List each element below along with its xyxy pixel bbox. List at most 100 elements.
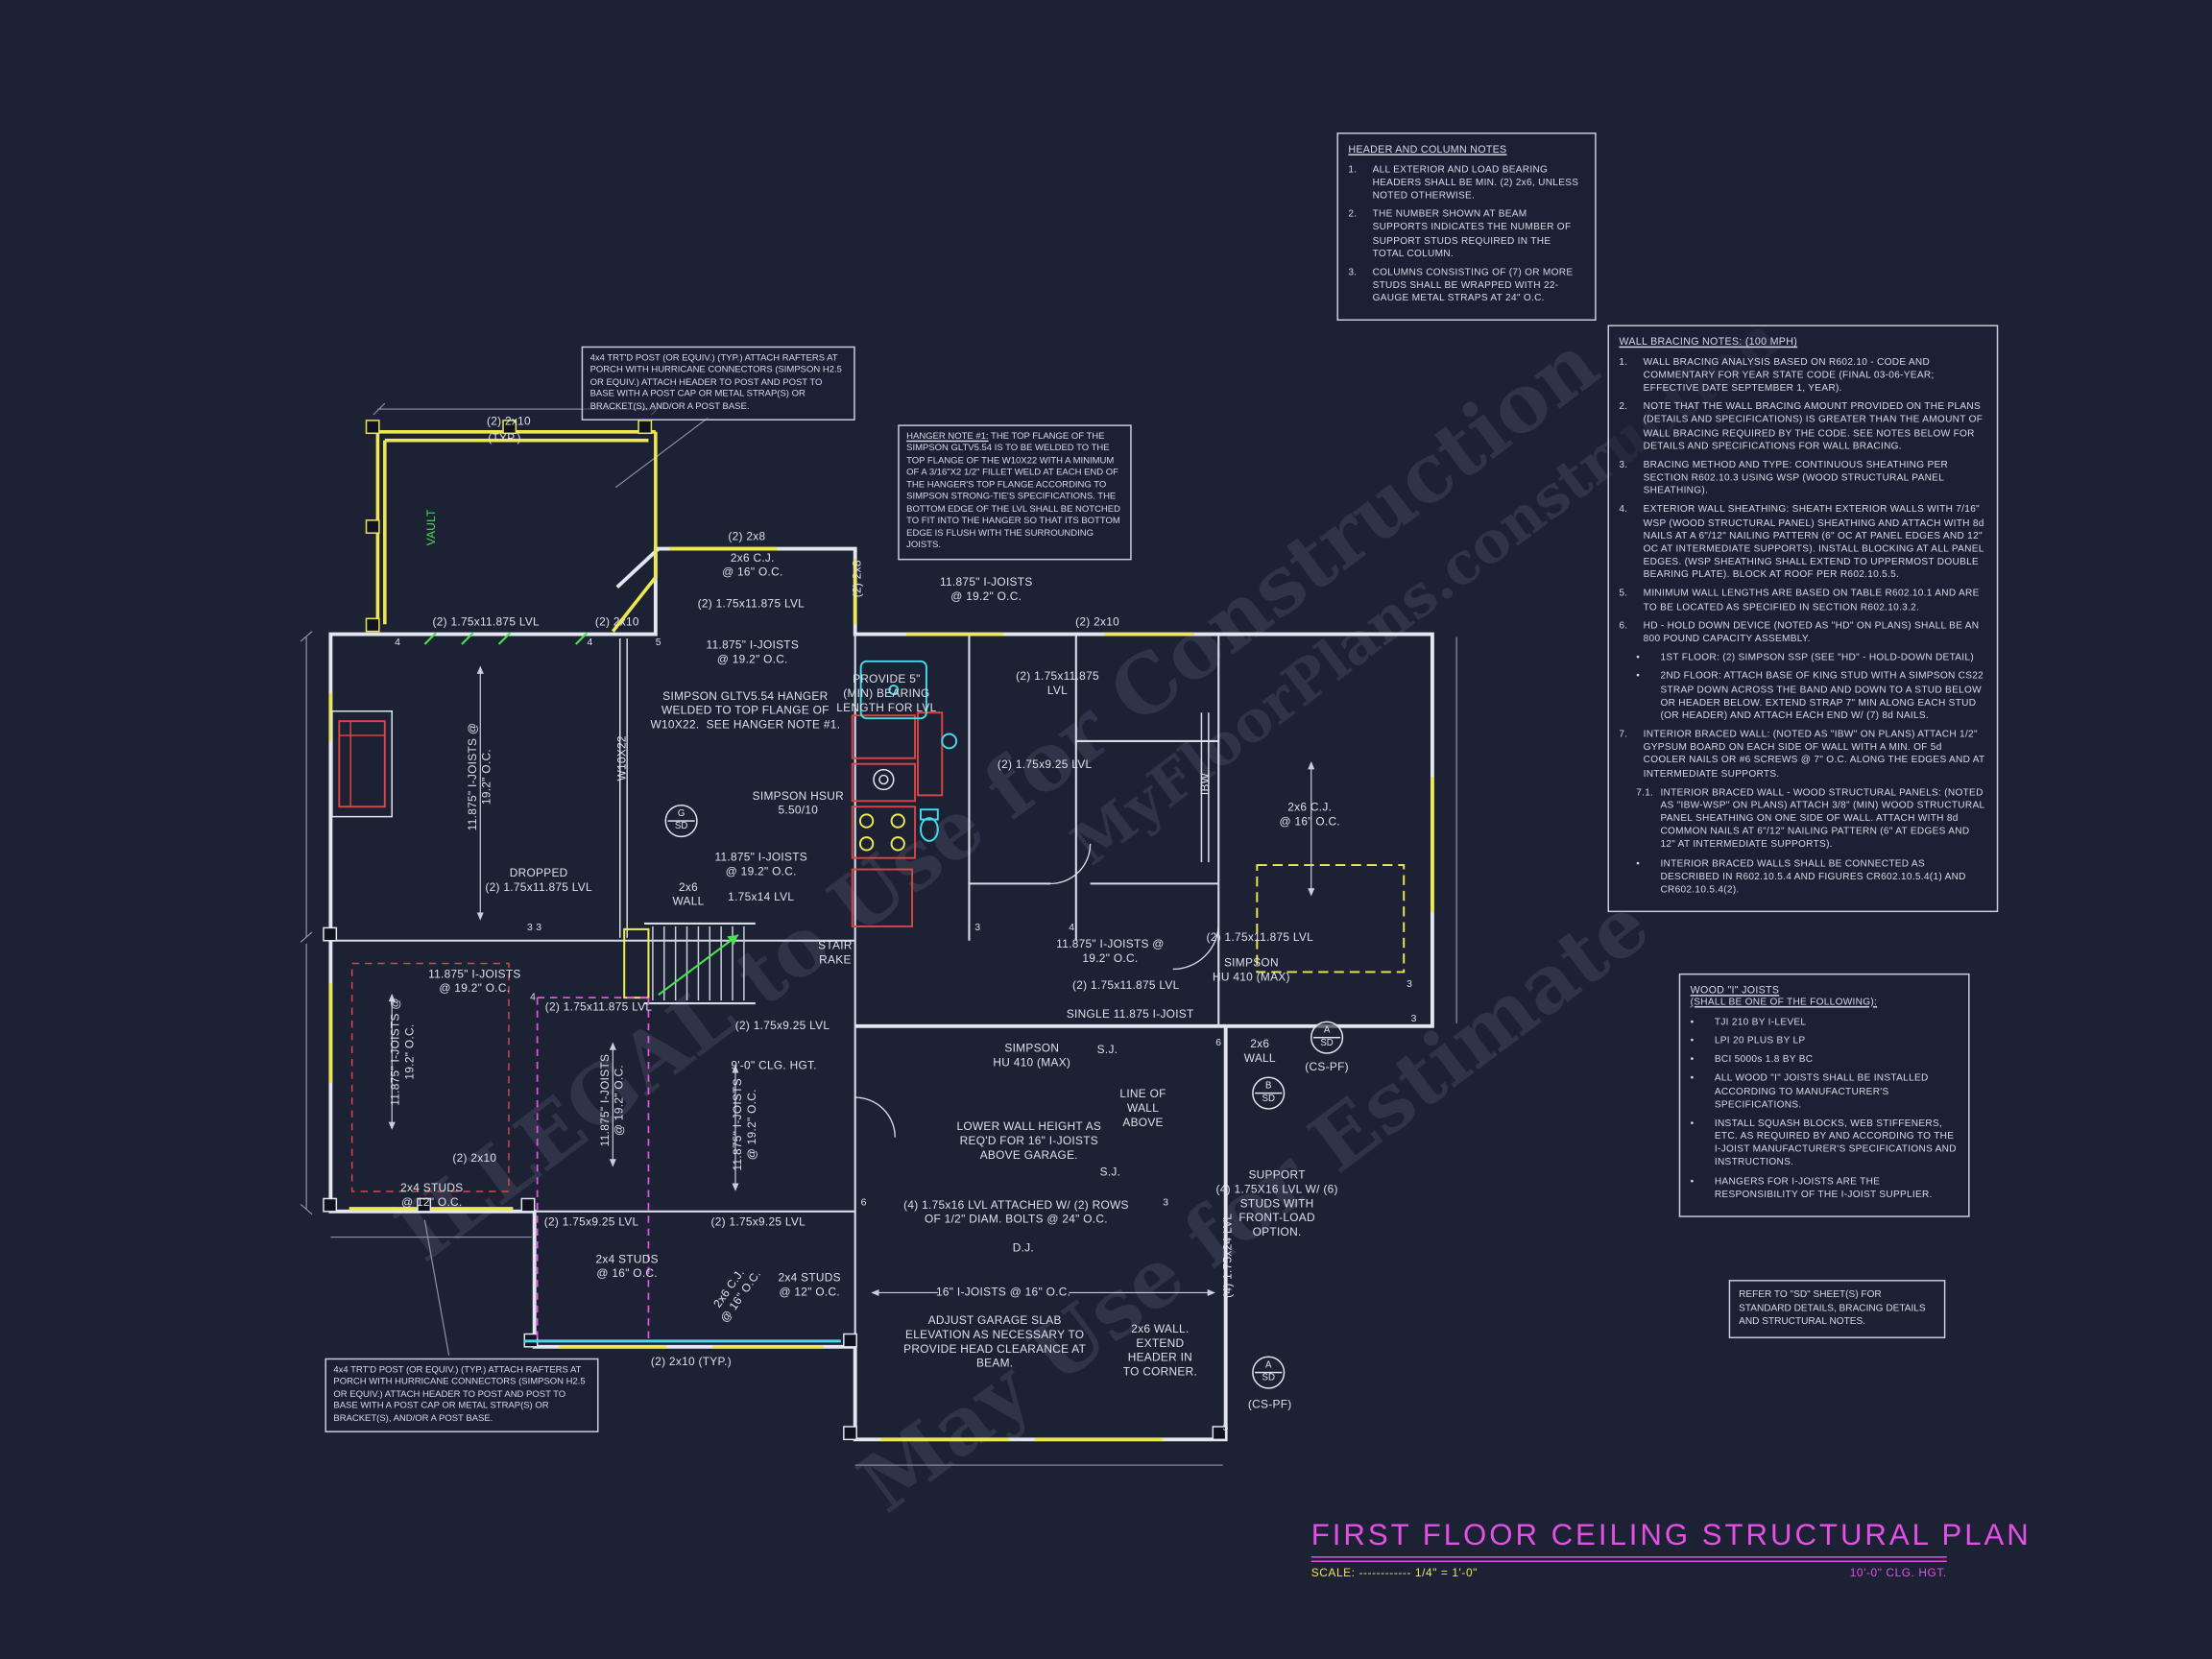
plan-annotation: 3 3 (527, 923, 542, 933)
plan-annotation: 6 (1215, 1038, 1222, 1049)
plan-annotation: 3 (1163, 1197, 1169, 1209)
note-item: 4.EXTERIOR WALL SHEATHING: SHEATH EXTERI… (1619, 505, 1984, 581)
plan-annotation: 3 (1410, 1014, 1417, 1024)
plan-annotation: 16" I-JOISTS @ 16" O.C. (935, 1286, 1071, 1299)
wall-bracing-title: WALL BRACING NOTES: (100 MPH) (1619, 334, 1798, 349)
plan-annotation: (2) 2x10 (1075, 615, 1120, 629)
plan-annotation: S.J. (1096, 1043, 1118, 1057)
note-item: 2.THE NUMBER SHOWN AT BEAM SUPPORTS INDI… (1348, 209, 1572, 259)
wood-i-joists-list: •TJI 210 BY I-LEVEL•LPI 20 PLUS BY LP•BC… (1691, 1016, 1959, 1201)
note-item: 6.HD - HOLD DOWN DEVICE (NOTED AS "HD" O… (1619, 620, 1980, 644)
stairs (652, 926, 745, 1001)
header-notes-list: 1.ALL EXTERIOR AND LOAD BEARING HEADERS … (1348, 163, 1584, 305)
plan-annotation: (CS-PF) (1247, 1398, 1292, 1411)
plan-annotation: (2) 2x10 (452, 1151, 497, 1165)
plan-annotation: (2) 2x8 (851, 560, 864, 598)
note-item: •ALL WOOD "I" JOISTS SHALL BE INSTALLED … (1690, 1073, 1929, 1111)
plan-annotation: 3 (1407, 979, 1413, 991)
plan-annotation: SINGLE 11.875 I-JOIST (1066, 1007, 1194, 1021)
plan-annotation: (2) 2x10 (TYP.) (650, 1355, 733, 1369)
plan-annotation: (2) 2x10 (594, 615, 639, 629)
note-item: 1.WALL BRACING ANALYSIS BASED ON R602.10… (1619, 357, 1935, 394)
note-item: 3.COLUMNS CONSISTING OF (7) OR MORE STUD… (1348, 267, 1574, 304)
post-note-bottom: 4x4 TRT'D POST (OR EQUIV.) (TYP.) ATTACH… (325, 1358, 599, 1433)
ceiling-height-label: 10'-0" CLG. HGT. (1849, 1566, 1947, 1579)
plan-annotation: (2) 1.75x11.875 LVL (544, 1000, 653, 1014)
plan-annotation: 11.875" I-JOISTS @ 19.2" O.C. (466, 722, 493, 831)
plan-annotation: (2) 2x10 (486, 414, 531, 428)
note-item: •1ST FLOOR: (2) SIMPSON SSP (SEE "HD" - … (1636, 653, 1974, 663)
posts (323, 420, 1227, 1441)
plan-annotation: 4 (530, 993, 537, 1003)
plan-annotation: 9'-0" CLG. HGT. (731, 1058, 817, 1072)
plan-annotation: DROPPED (2) 1.75x11.875 LVL (485, 866, 592, 894)
note-item: •INSTALL SQUASH BLOCKS, WEB STIFFENERS, … (1690, 1118, 1957, 1168)
plan-annotation: 11.875" I-JOISTS @ 19.2" O.C. (706, 638, 800, 666)
plan-annotation: 2x4 STUDS @ 16" O.C. (595, 1252, 659, 1281)
plan-annotation: 2x4 STUDS @ 12" O.C. (400, 1181, 464, 1209)
plan-annotation: (CS-PF) (1305, 1060, 1349, 1073)
plan-annotation: 4 (1069, 923, 1075, 933)
plan-annotation: 11.875" I-JOISTS @ 19.2" O.C. (714, 851, 807, 878)
plan-annotation: D.J. (1012, 1240, 1035, 1255)
plan-annotation: 4 (395, 637, 401, 648)
dimension-lines (300, 402, 1457, 1466)
plan-annotation: (2) 1.75x11.875 LVL (1072, 978, 1180, 993)
note-item: •LPI 20 PLUS BY LP (1690, 1036, 1806, 1046)
plan-annotation: PROVIDE 5" (MIN) BEARING LENGTH FOR LVL (836, 672, 937, 714)
wall-bracing-notes-box: WALL BRACING NOTES: (100 MPH) 1.WALL BRA… (1607, 325, 1999, 913)
plan-annotation: 11.875" I-JOISTS @ 19.2" O.C. (389, 998, 417, 1106)
plan-annotation: (2) 1.75x9.25 LVL (710, 1215, 806, 1229)
plan-annotation: 11.875" I-JOISTS @ 19.2" O.C. (940, 575, 1033, 603)
bearing-ticks (423, 632, 589, 645)
plan-annotation: 5 (655, 637, 661, 648)
plan-annotation: (2) 1.75x9.25 LVL (734, 1019, 830, 1032)
plan-annotation: LINE OF WALL ABOVE (1119, 1087, 1166, 1129)
wood-i-joists-box: WOOD "I" JOISTS (SHALL BE ONE OF THE FOL… (1678, 973, 1970, 1217)
hanger-note-title: HANGER NOTE #1: (906, 431, 989, 443)
plan-annotation: STAIR RAKE (818, 939, 853, 967)
plan-annotation: 11.875" I-JOISTS @ 19.2" O.C. (428, 967, 521, 996)
plan-annotation: IBW (1198, 772, 1212, 796)
plan-annotation: 1.75x14 LVL (728, 890, 795, 904)
plan-annotation: SIMPSON HU 410 (MAX) (993, 1042, 1071, 1070)
plan-annotation: SIMPSON HSUR 5.50/10 (752, 789, 844, 817)
note-item: 1.ALL EXTERIOR AND LOAD BEARING HEADERS … (1348, 164, 1579, 202)
note-item: 2.NOTE THAT THE WALL BRACING AMOUNT PROV… (1619, 401, 1984, 452)
plan-annotation: (2) 2x8 (728, 530, 766, 543)
plan-annotation: 3 (1222, 1423, 1229, 1433)
plan-annotation: 2x6 C.J. @ 16" O.C. (710, 1266, 764, 1326)
plan-annotation: 11.875" I-JOISTS @ 19.2" O.C. (1056, 937, 1165, 966)
note-item: •2ND FLOOR: ATTACH BASE OF KING STUD WIT… (1636, 671, 1984, 721)
wood-i-joists-title: WOOD "I" JOISTS (1690, 983, 1780, 997)
plan-annotation: 2x6 WALL. EXTEND HEADER IN TO CORNER. (1122, 1322, 1198, 1379)
plan-annotation: (2) 1.75x11.875 LVL (1206, 930, 1314, 944)
plumbing-fixtures (524, 660, 958, 1343)
braced-wall-dashed (536, 997, 650, 1340)
plan-annotation: 2x6 WALL (1243, 1037, 1276, 1065)
hanger-note-body: THE TOP FLANGE OF THE SIMPSON GLTV5.54 I… (906, 431, 1120, 551)
plan-annotation: ADJUST GARAGE SLAB ELEVATION AS NECESSAR… (903, 1313, 1087, 1370)
plan-annotation: (4) 1.75x16 LVL ATTACHED W/ (2) ROWS OF … (903, 1198, 1129, 1226)
plan-annotation: 2x6 WALL (672, 880, 705, 908)
joist-direction-arrows (388, 665, 1315, 1297)
sheet-title: FIRST FLOOR CEILING STRUCTURAL PLAN (1310, 1519, 2029, 1558)
note-item: 3.BRACING METHOD AND TYPE: CONTINUOUS SH… (1619, 460, 1949, 497)
note-item: 7.1.INTERIOR BRACED WALL - WOOD STRUCTUR… (1636, 787, 1985, 851)
plan-annotation: VAULT (424, 509, 438, 546)
title-block: FIRST FLOOR CEILING STRUCTURAL PLAN SCAL… (1310, 1519, 2029, 1579)
kitchen-fixtures (851, 711, 944, 927)
plan-annotation: (2) 1.75x11.875 LVL (697, 597, 805, 611)
plan-annotation: SIMPSON HU 410 (MAX) (1212, 956, 1290, 984)
title-underline (1310, 1560, 1947, 1563)
dashed-outlines (350, 864, 1406, 1192)
plan-annotation: 11.875" I-JOISTS @ 19.2" O.C. (731, 1078, 758, 1171)
plan-annotation: 6 (860, 1197, 867, 1209)
note-item: •BCI 5000s 1.8 BY BC (1690, 1054, 1814, 1066)
